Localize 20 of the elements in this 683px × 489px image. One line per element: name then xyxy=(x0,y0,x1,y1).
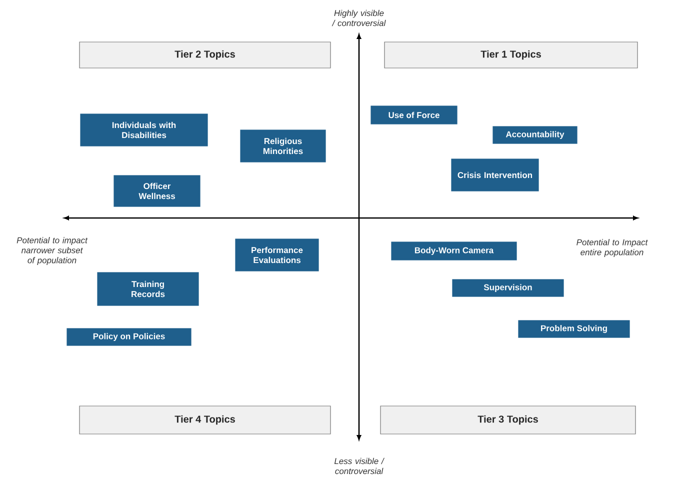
axis-label: Less visible / controversial xyxy=(334,458,385,474)
topic-box: Problem Solving xyxy=(518,320,630,338)
axis-label: Potential to Impact entire population xyxy=(576,239,648,257)
tier-header-box: Tier 1 Topics xyxy=(384,42,638,68)
topic-box: Body-Worn Camera xyxy=(390,241,518,261)
topic-box: Training Records xyxy=(96,272,200,306)
topic-box: Use of Force xyxy=(370,105,458,125)
topic-box: Officer Wellness xyxy=(113,174,201,208)
axis-label: Potential to impact narrower subset of population xyxy=(16,237,88,265)
topic-box: Accountability xyxy=(492,126,578,144)
topic-box: Policy on Policies xyxy=(66,328,192,346)
tier-header-box: Tier 2 Topics xyxy=(79,42,331,68)
axis-label: Highly visible / controversial xyxy=(332,10,386,26)
topic-box: Performance Evaluations xyxy=(234,238,320,272)
topic-box: Individuals with Disabilities xyxy=(80,113,208,147)
topic-box: Religious Minorities xyxy=(240,129,326,163)
tier-header-box: Tier 3 Topics xyxy=(380,406,636,434)
topic-box: Supervision xyxy=(452,278,564,298)
tier-header-box: Tier 4 Topics xyxy=(79,406,331,434)
topic-box: Crisis Intervention xyxy=(450,158,540,192)
